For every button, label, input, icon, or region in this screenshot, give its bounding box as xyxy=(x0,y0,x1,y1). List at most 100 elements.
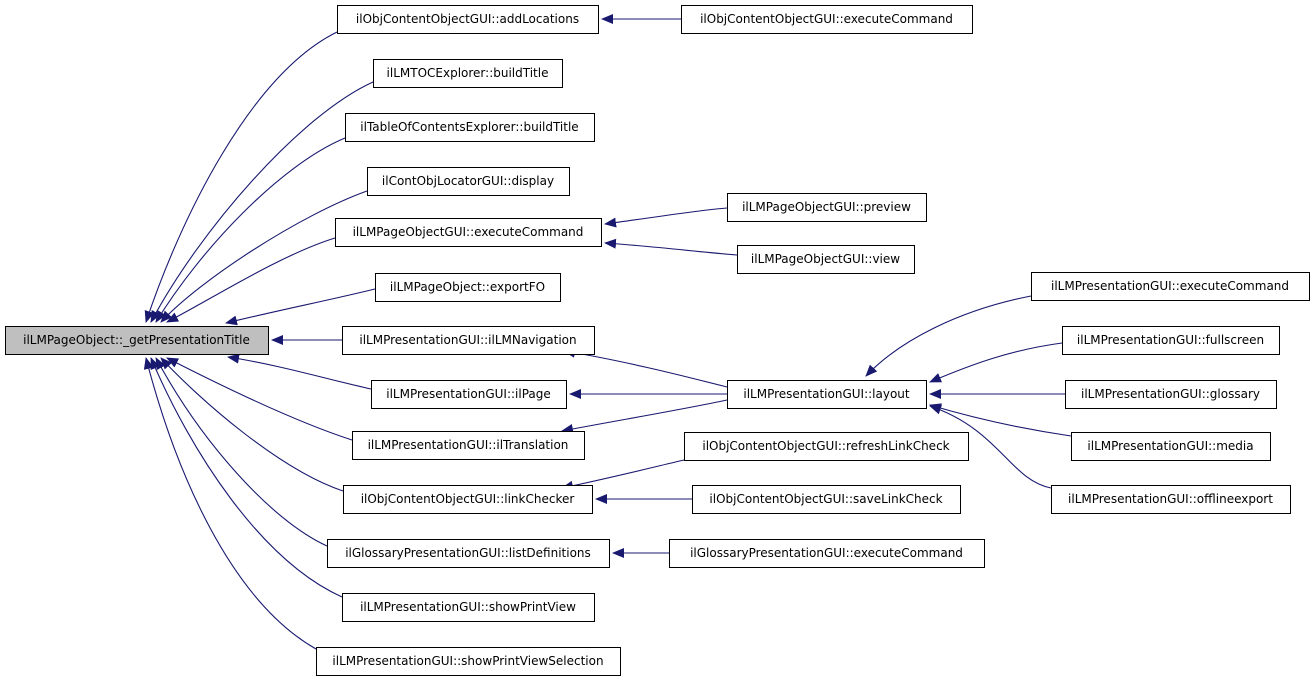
node-box xyxy=(316,647,621,676)
node-box xyxy=(342,593,595,622)
node-label: ilLMPresentationGUI::ilLMNavigation xyxy=(359,333,576,347)
node-box xyxy=(737,245,915,274)
node-box xyxy=(681,5,973,34)
node-label: ilObjContentObjectGUI::executeCommand xyxy=(700,12,953,26)
graph-node-n6[interactable]: ilLMPageObject::exportFO xyxy=(375,273,561,302)
node-label: ilLMTOCExplorer::buildTitle xyxy=(387,66,549,80)
node-box xyxy=(367,167,570,196)
graph-node-n1[interactable]: ilObjContentObjectGUI::addLocations xyxy=(337,5,599,34)
node-label: ilLMPresentationGUI::showPrintView xyxy=(360,600,576,614)
graph-node-n4[interactable]: ilContObjLocatorGUI::display xyxy=(367,167,570,196)
graph-node-n12[interactable]: ilLMPresentationGUI::showPrintView xyxy=(342,593,595,622)
edge-n13-to-n0 xyxy=(143,357,317,650)
focus-node[interactable]: ilLMPageObject::_getPresentationTitle xyxy=(5,326,269,355)
graph-node-n20[interactable]: ilGlossaryPresentationGUI::executeComman… xyxy=(669,539,985,568)
graph-node-n25[interactable]: ilLMPresentationGUI::offlineexport xyxy=(1051,485,1291,514)
edge-n11-to-n0 xyxy=(155,357,328,547)
graph-node-n19[interactable]: ilObjContentObjectGUI::saveLinkCheck xyxy=(692,485,961,514)
edge-n22-to-n17 xyxy=(929,342,1063,383)
graph-node-n18[interactable]: ilObjContentObjectGUI::refreshLinkCheck xyxy=(684,432,969,461)
node-box xyxy=(692,485,961,514)
graph-node-n23[interactable]: ilLMPresentationGUI::glossary xyxy=(1065,380,1277,409)
graph-node-n24[interactable]: ilLMPresentationGUI::media xyxy=(1071,432,1271,461)
node-box xyxy=(1071,432,1271,461)
node-label: ilGlossaryPresentationGUI::listDefinitio… xyxy=(345,546,591,560)
edge-n15-to-n5 xyxy=(604,207,728,228)
edge-n9-to-n0 xyxy=(166,357,353,441)
node-label: ilObjContentObjectGUI::refreshLinkCheck xyxy=(702,439,949,453)
node-label: ilObjContentObjectGUI::addLocations xyxy=(356,12,579,26)
graph-node-n10[interactable]: ilObjContentObjectGUI::linkChecker xyxy=(343,485,593,514)
node-box xyxy=(5,326,269,355)
node-label: ilLMPageObjectGUI::view xyxy=(751,252,900,266)
node-box xyxy=(1051,485,1291,514)
node-box xyxy=(337,5,599,34)
edge-n17-to-n7 xyxy=(563,347,728,388)
node-box xyxy=(327,539,610,568)
graph-node-n16[interactable]: ilLMPageObjectGUI::view xyxy=(737,245,915,274)
graph-node-n21[interactable]: ilLMPresentationGUI::executeCommand xyxy=(1031,272,1310,301)
node-label: ilLMPresentationGUI::ilTranslation xyxy=(368,438,569,452)
node-label: ilLMPageObjectGUI::executeCommand xyxy=(353,225,584,239)
node-label: ilGlossaryPresentationGUI::executeComman… xyxy=(690,546,963,560)
edge-n12-to-n0 xyxy=(150,357,343,598)
node-label: ilTableOfContentsExplorer::buildTitle xyxy=(360,120,578,134)
node-box xyxy=(1031,272,1310,301)
graph-node-n8[interactable]: ilLMPresentationGUI::ilPage xyxy=(371,380,567,409)
node-label: ilLMPageObject::_getPresentationTitle xyxy=(23,333,250,347)
node-label: ilLMPresentationGUI::layout xyxy=(743,387,910,401)
edge-n5-to-n0 xyxy=(166,237,336,323)
node-label: ilObjContentObjectGUI::linkChecker xyxy=(361,492,575,506)
node-label: ilContObjLocatorGUI::display xyxy=(382,174,554,188)
node-box xyxy=(352,431,585,460)
edge-n10-to-n0 xyxy=(160,357,344,492)
graph-node-n5[interactable]: ilLMPageObjectGUI::executeCommand xyxy=(335,218,602,247)
graph-node-n11[interactable]: ilGlossaryPresentationGUI::listDefinitio… xyxy=(327,539,610,568)
graph-node-n13[interactable]: ilLMPresentationGUI::showPrintViewSelect… xyxy=(316,647,621,676)
node-box xyxy=(371,380,567,409)
edge-n6-to-n0 xyxy=(225,288,376,326)
node-box xyxy=(669,539,985,568)
edge-n4-to-n0 xyxy=(160,190,368,323)
node-box xyxy=(345,113,595,142)
edge-n18-to-n10 xyxy=(561,459,685,491)
node-label: ilObjContentObjectGUI::saveLinkCheck xyxy=(709,492,942,506)
node-box xyxy=(1062,326,1280,355)
node-label: ilLMPresentationGUI::fullscreen xyxy=(1077,333,1264,347)
node-box xyxy=(1065,380,1277,409)
node-box xyxy=(343,485,593,514)
node-label: ilLMPresentationGUI::glossary xyxy=(1081,387,1260,401)
node-box xyxy=(727,380,927,409)
node-label: ilLMPageObjectGUI::preview xyxy=(742,200,911,214)
edge-n25-to-n17 xyxy=(929,404,1052,489)
node-label: ilLMPresentationGUI::offlineexport xyxy=(1068,492,1273,506)
nodes-layer: ilLMPageObject::_getPresentationTitleilO… xyxy=(5,5,1310,676)
graph-node-n15[interactable]: ilLMPageObjectGUI::preview xyxy=(727,193,927,222)
edge-n16-to-n5 xyxy=(604,238,738,256)
node-box xyxy=(727,193,927,222)
node-label: ilLMPresentationGUI::showPrintViewSelect… xyxy=(332,654,603,668)
node-box xyxy=(373,59,563,88)
node-label: ilLMPageObject::exportFO xyxy=(390,280,545,294)
edge-n2-to-n0 xyxy=(150,81,374,323)
edge-n17-to-n9 xyxy=(561,399,728,434)
node-box xyxy=(335,218,602,247)
graph-node-n2[interactable]: ilLMTOCExplorer::buildTitle xyxy=(373,59,563,88)
node-box xyxy=(342,326,595,355)
graph-node-n3[interactable]: ilTableOfContentsExplorer::buildTitle xyxy=(345,113,595,142)
graph-node-n22[interactable]: ilLMPresentationGUI::fullscreen xyxy=(1062,326,1280,355)
graph-node-n9[interactable]: ilLMPresentationGUI::ilTranslation xyxy=(352,431,585,460)
edge-n3-to-n0 xyxy=(155,137,346,323)
edge-n1-to-n0 xyxy=(144,31,338,323)
graph-node-n14[interactable]: ilObjContentObjectGUI::executeCommand xyxy=(681,5,973,34)
graph-node-n7[interactable]: ilLMPresentationGUI::ilLMNavigation xyxy=(342,326,595,355)
graph-node-n17[interactable]: ilLMPresentationGUI::layout xyxy=(727,380,927,409)
node-label: ilLMPresentationGUI::executeCommand xyxy=(1051,279,1289,293)
edge-n21-to-n17 xyxy=(865,295,1032,377)
node-label: ilLMPresentationGUI::media xyxy=(1087,439,1253,453)
edge-n8-to-n0 xyxy=(227,353,372,390)
node-label: ilLMPresentationGUI::ilPage xyxy=(386,387,551,401)
node-box xyxy=(684,432,969,461)
edge-n24-to-n17 xyxy=(929,403,1072,437)
